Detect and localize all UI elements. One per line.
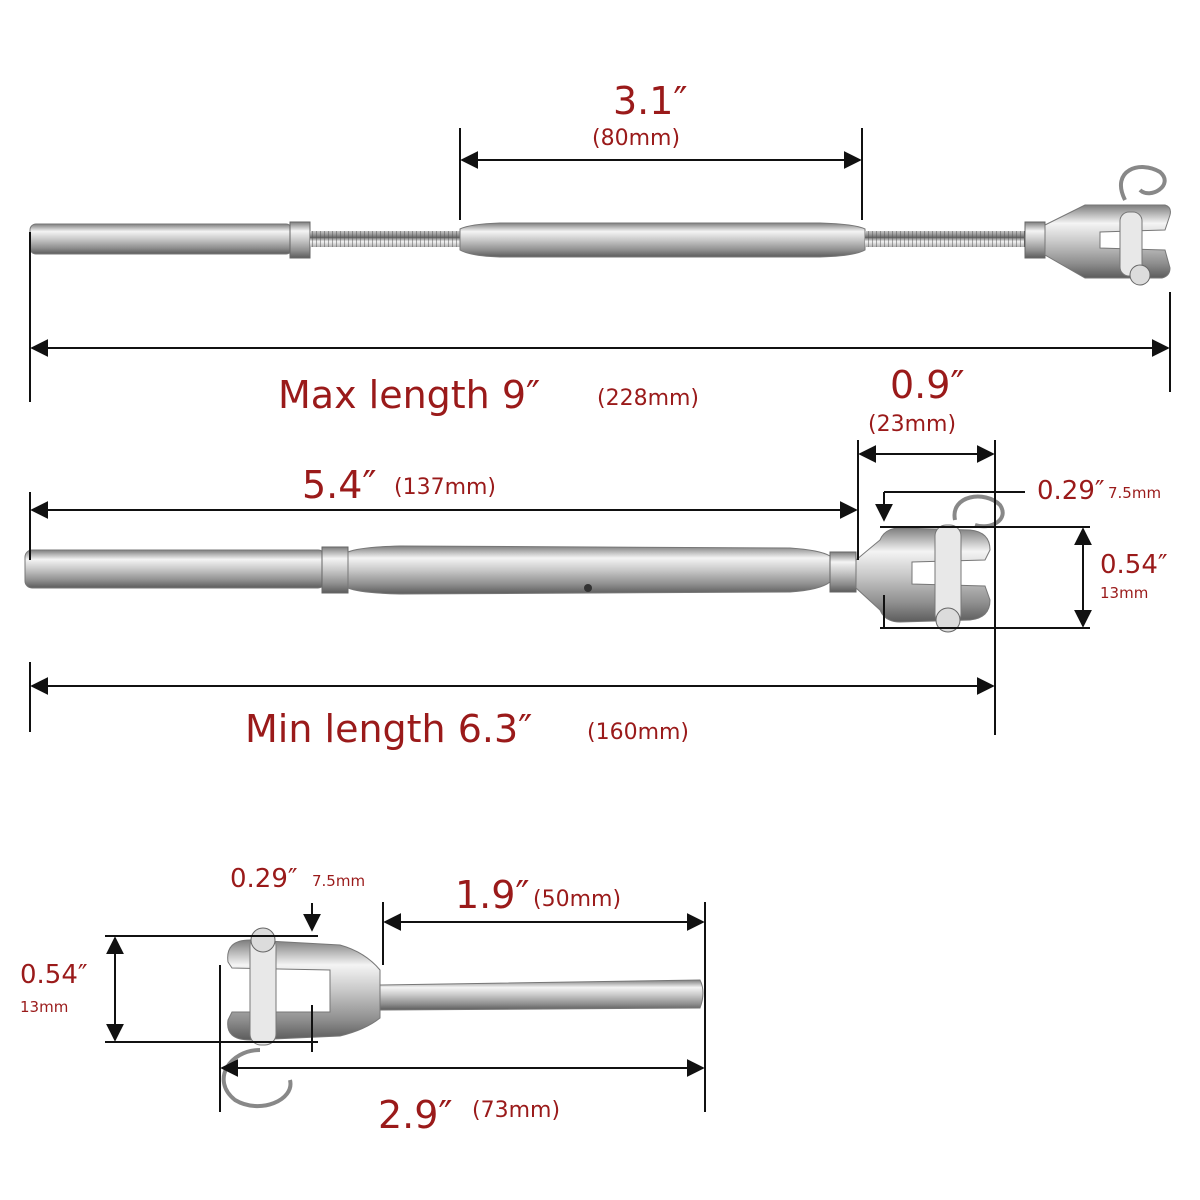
total-length-label: 2.9″: [378, 1093, 453, 1137]
stud-length-label: 5.4″: [302, 463, 377, 507]
jaw-height-mm-label: 13mm: [1100, 584, 1149, 602]
jaw-width-mm-label: (23mm): [868, 412, 957, 437]
bottom-jaw-height-mm-label: 13mm: [20, 998, 69, 1016]
turnbuckle-retracted: [24, 494, 1005, 633]
jaw-terminal: [221, 927, 704, 1109]
bottom-jaw-height-label: 0.54″: [20, 960, 88, 990]
top-body-length-label: 3.1″: [613, 79, 688, 123]
bottom-stud-length-mm-label: (50mm): [533, 887, 622, 912]
bottom-pin-diameter-label: 0.29″: [230, 864, 298, 894]
total-length-mm-label: (73mm): [472, 1098, 561, 1123]
bottom-stud-length-label: 1.9″: [455, 873, 530, 917]
max-length-mm-label: (228mm): [597, 386, 700, 411]
jaw-height-label: 0.54″: [1100, 550, 1168, 580]
dimension-lines: [29, 128, 1171, 1112]
bottom-pin-diameter-mm-label: 7.5mm: [312, 872, 366, 890]
top-body-length-mm-label: (80mm): [592, 126, 681, 151]
pin-diameter-label: 0.29″: [1037, 476, 1105, 506]
min-length-label: Min length 6.3″: [245, 707, 533, 751]
max-length-label: Max length 9″: [278, 373, 541, 417]
jaw-width-label: 0.9″: [890, 363, 965, 407]
pin-diameter-mm-label: 7.5mm: [1108, 484, 1162, 502]
stud-length-mm-label: (137mm): [394, 475, 497, 500]
turnbuckle-extended: [29, 165, 1171, 286]
min-length-mm-label: (160mm): [587, 720, 690, 745]
